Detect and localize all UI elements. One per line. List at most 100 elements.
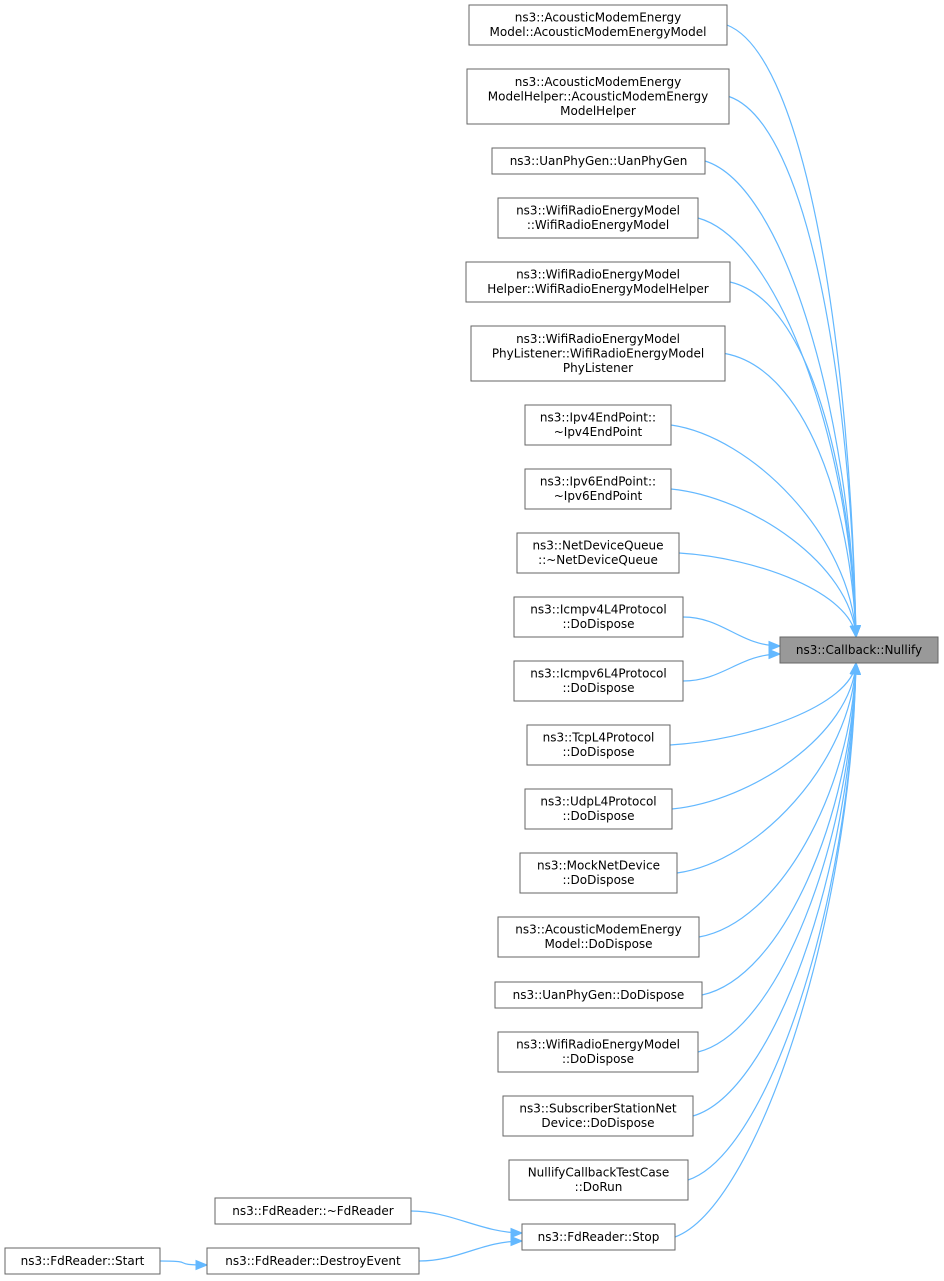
node-box (519, 852, 678, 894)
node-label-line: ns3::FdReader::Start (21, 1254, 145, 1268)
edge-line (728, 95, 857, 638)
caller-node[interactable]: ns3::WifiRadioEnergyModelHelper::WifiRad… (465, 261, 731, 303)
edge-n14-to-target (676, 661, 861, 874)
edge-line (682, 616, 781, 647)
node-box (468, 4, 728, 46)
arrow-head-icon (850, 661, 862, 675)
caller-node[interactable]: ns3::UanPhyGen::UanPhyGen (491, 147, 706, 175)
node-label-line: ::DoDispose (562, 809, 634, 823)
caller-node[interactable]: ns3::Ipv4EndPoint::~Ipv4EndPoint (524, 404, 672, 446)
node-label-line: ~Ipv4EndPoint (554, 425, 643, 439)
edge-line (692, 662, 857, 1117)
caller-node[interactable]: ns3::FdReader::DestroyEvent (206, 1247, 420, 1275)
node-label-line: ns3::WifiRadioEnergyModel (516, 268, 680, 282)
edge-n12-to-target (669, 661, 860, 746)
caller-node[interactable]: ns3::AcousticModemEnergyModel::DoDispose (497, 916, 700, 958)
caller-node[interactable]: ns3::FdReader::Stop (521, 1223, 676, 1251)
node-box (524, 788, 673, 830)
node-box (497, 1031, 699, 1073)
node-label-line: ns3::Icmpv4L4Protocol (530, 603, 666, 617)
caller-node[interactable]: ns3::AcousticModemEnergyModelHelper::Aco… (466, 68, 730, 125)
caller-node[interactable]: ns3::WifiRadioEnergyModelPhyListener::Wi… (470, 325, 726, 382)
node-box (491, 147, 706, 175)
caller-node[interactable]: ns3::Icmpv4L4Protocol::DoDispose (513, 596, 684, 638)
node-label-line: ::WifiRadioEnergyModel (527, 218, 669, 232)
node-box (4, 1247, 161, 1275)
node-label-line: ~Ipv6EndPoint (554, 489, 643, 503)
node-label-line: ns3::Ipv4EndPoint:: (540, 411, 656, 425)
node-label-line: ns3::UanPhyGen::DoDispose (513, 988, 685, 1002)
caller-node[interactable]: ns3::FdReader::Start (4, 1247, 161, 1275)
node-label-line: ns3::TcpL4Protocol (543, 731, 655, 745)
caller-node[interactable]: ns3::NetDeviceQueue::~NetDeviceQueue (516, 532, 680, 574)
edge-line (410, 1210, 523, 1234)
node-label-line: ModelHelper (560, 104, 636, 118)
caller-node[interactable]: ns3::WifiRadioEnergyModel::WifiRadioEner… (497, 197, 699, 239)
node-box (521, 1223, 676, 1251)
caller-node[interactable]: ns3::Ipv6EndPoint::~Ipv6EndPoint (524, 468, 672, 510)
edge-layer (159, 24, 862, 1271)
node-label-line: ns3::MockNetDevice (537, 859, 660, 873)
arrow-head-icon (849, 624, 860, 639)
node-label-line: ns3::AcousticModemEnergy (515, 75, 681, 89)
node-box (470, 325, 726, 382)
arrow-head-icon (768, 640, 782, 652)
edge-line (726, 24, 857, 638)
edge-line (670, 488, 857, 638)
edge-n22-to-n20 (418, 1235, 524, 1262)
node-label-line: Helper::WifiRadioEnergyModelHelper (487, 282, 709, 296)
edge-line (418, 1240, 523, 1262)
node-box (524, 468, 672, 510)
focus-node: ns3::Callback::Nullify (779, 636, 939, 664)
caller-node[interactable]: NullifyCallbackTestCase::DoRun (508, 1159, 689, 1201)
node-layer: ns3::Callback::Nullifyns3::AcousticModem… (4, 4, 939, 1275)
edge-n9-to-target (678, 552, 860, 639)
node-label-line: ns3::FdReader::~FdReader (232, 1204, 394, 1218)
node-label-line: ns3::Ipv6EndPoint:: (540, 475, 656, 489)
node-label-line: ::DoDispose (562, 745, 634, 759)
node-box (516, 532, 680, 574)
node-label-line: PhyListener::WifiRadioEnergyModel (492, 346, 704, 360)
node-label-line: ::DoDispose (562, 873, 634, 887)
edge-line (687, 662, 857, 1181)
caller-node[interactable]: ns3::TcpL4Protocol::DoDispose (526, 724, 671, 766)
node-box (513, 660, 684, 702)
node-box (779, 636, 939, 664)
caller-node[interactable]: ns3::AcousticModemEnergyModel::AcousticM… (468, 4, 728, 46)
edge-n6-to-target (724, 352, 861, 639)
edge-n11-to-target (682, 648, 782, 682)
node-label-line: ::DoDispose (562, 1052, 634, 1066)
node-label-line: ns3::Icmpv6L4Protocol (530, 667, 666, 681)
node-box (497, 197, 699, 239)
edge-n20-to-target (674, 661, 862, 1238)
arrow-head-icon (510, 1235, 524, 1247)
node-label-line: ns3::FdReader::DestroyEvent (225, 1254, 401, 1268)
caller-node[interactable]: ns3::UdpL4Protocol::DoDispose (524, 788, 673, 830)
caller-node[interactable]: ns3::UanPhyGen::DoDispose (494, 981, 703, 1009)
edge-line (698, 662, 857, 938)
node-label-line: PhyListener (563, 361, 633, 375)
edge-line (724, 352, 857, 638)
edge-line (704, 160, 857, 638)
node-label-line: Device::DoDispose (541, 1116, 654, 1130)
caller-node[interactable]: ns3::FdReader::~FdReader (214, 1197, 412, 1225)
caller-node[interactable]: ns3::Icmpv6L4Protocol::DoDispose (513, 660, 684, 702)
node-box (466, 68, 730, 125)
edge-n19-to-target (687, 661, 862, 1181)
node-box (214, 1197, 412, 1225)
node-label-line: ns3::Callback::Nullify (796, 643, 922, 657)
node-label-line: ::DoRun (575, 1180, 623, 1194)
edge-line (729, 281, 857, 638)
node-box (494, 981, 703, 1009)
node-box (206, 1247, 420, 1275)
caller-node[interactable]: ns3::MockNetDevice::DoDispose (519, 852, 678, 894)
edge-n2-to-target (728, 95, 862, 639)
edge-line (697, 662, 857, 1053)
node-label-line: ns3::WifiRadioEnergyModel (516, 1038, 680, 1052)
caller-node[interactable]: ns3::SubscriberStationNetDevice::DoDispo… (502, 1095, 694, 1137)
caller-node[interactable]: ns3::WifiRadioEnergyModel::DoDispose (497, 1031, 699, 1073)
edge-n7-to-target (670, 424, 861, 639)
node-label-line: Model::AcousticModemEnergyModel (490, 25, 707, 39)
node-label-line: ModelHelper::AcousticModemEnergy (488, 89, 708, 103)
